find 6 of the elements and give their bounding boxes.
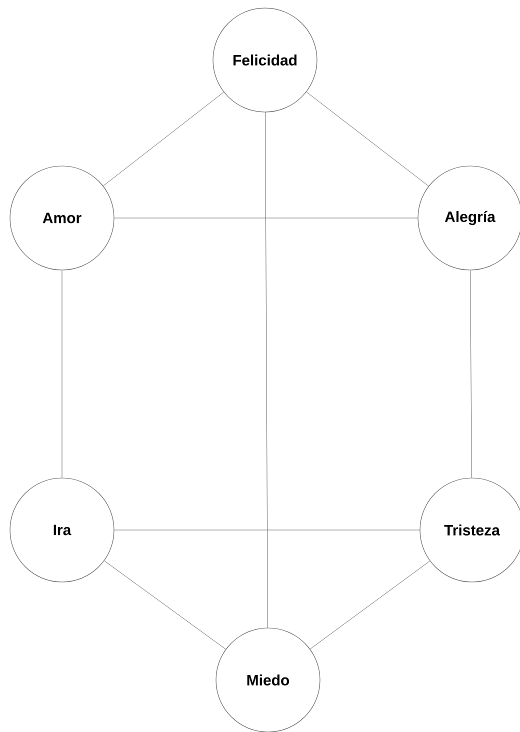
connector-line [470,270,472,478]
connector-line [265,112,268,628]
connector-line [306,92,429,186]
connector-line [103,92,224,186]
connector-line [104,560,226,650]
connector-line [310,560,430,650]
